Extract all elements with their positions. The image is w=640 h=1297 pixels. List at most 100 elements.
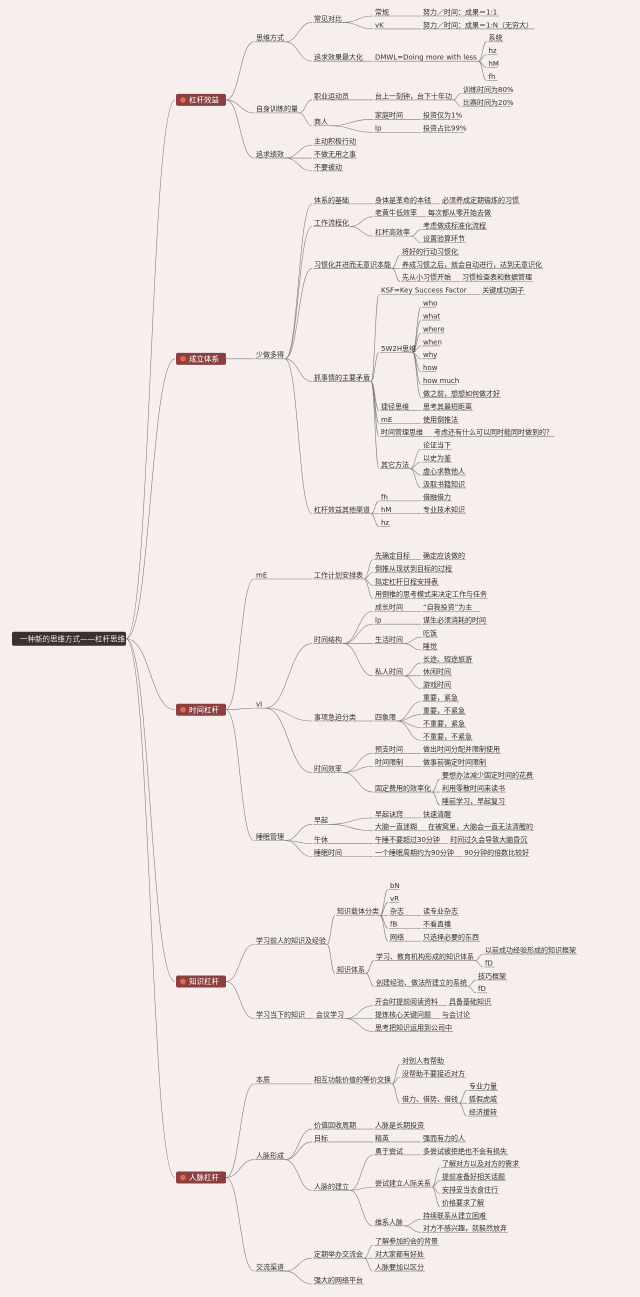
connector-line: [342, 623, 374, 644]
root-connector-line: [125, 99, 176, 639]
node-label: 早起诀窍: [375, 809, 403, 818]
node-label: where: [423, 325, 445, 333]
node-label: 养成习惯之后，就会自动进行，达到无意识化: [402, 260, 542, 269]
connector-line: [342, 15, 374, 23]
node-label: 不看直播: [423, 920, 451, 929]
node-label: hz: [381, 519, 389, 527]
node-label: 追求效果最大化: [314, 53, 363, 62]
connector-line: [478, 60, 487, 81]
root-connector-line: [125, 638, 176, 982]
connector-line: [412, 306, 422, 353]
connector-line: [349, 1190, 374, 1227]
node-label: 以前成功经验形成的知识框架: [485, 945, 576, 954]
node-label: 定期举办交流会: [314, 1250, 363, 1259]
node-label: 杂志: [390, 907, 404, 916]
connector-line: [225, 709, 255, 841]
node-label: 努力／时间：成果＝1:1: [423, 7, 497, 16]
node-label: 具备基础知识: [449, 997, 491, 1006]
node-label: 将好的行动习惯化: [402, 247, 458, 256]
connector-line: [363, 572, 374, 580]
node-label: how much: [423, 377, 459, 385]
node-label: 技巧框架: [478, 971, 506, 980]
node-label: 会议学习: [316, 1010, 344, 1019]
connector-line: [363, 578, 374, 599]
node-label: 本质: [256, 1075, 270, 1084]
connector-line: [349, 216, 374, 227]
node-label: 睡前学习，早起复习: [442, 796, 505, 805]
connector-line: [431, 1186, 441, 1207]
connector-line: [298, 112, 313, 127]
node-label: 不要被动: [314, 162, 342, 171]
connector-line: [379, 915, 389, 942]
node-label: 价值回收周期: [314, 1120, 356, 1129]
connector-line: [342, 22, 374, 30]
connector-line: [284, 1128, 313, 1160]
node-label: 在被窝里，大脑会一直无法清醒的: [428, 822, 533, 831]
connector-line: [349, 226, 374, 237]
node-label: 狐假虎威: [469, 1095, 497, 1104]
connector-line: [403, 675, 422, 690]
node-label: 午休: [314, 835, 328, 844]
node-label: 勇于尝试: [375, 1146, 403, 1155]
node-label: 对大家都有好处: [375, 1250, 424, 1259]
node-label: 午睡不要超过30分钟: [375, 835, 440, 844]
node-label: 睡眠管理: [256, 832, 284, 841]
node-label: fB: [390, 921, 397, 929]
node-label: 体系的基础: [314, 195, 349, 204]
connector-line: [370, 500, 380, 515]
node-label: 工作计划安排表: [314, 570, 363, 579]
connector-line: [265, 707, 313, 773]
connector-line: [225, 578, 255, 710]
connector-line: [379, 889, 389, 916]
connector-line: [379, 902, 389, 916]
connector-line: [403, 643, 422, 651]
node-label: 思维方式: [256, 33, 284, 42]
connector-line: [349, 1186, 374, 1191]
branch-label: 杠杆效益: [189, 95, 219, 105]
connector-line: [396, 714, 422, 722]
node-label: 捷径思维: [381, 402, 409, 411]
node-label: 考虑做成标准化流程: [423, 221, 486, 230]
node-label: 游戏时间: [423, 680, 451, 689]
node-label: 考虑还有什么可以同时能同时做到的？: [434, 428, 553, 437]
node-label: 预支时间: [375, 745, 403, 754]
connector-line: [363, 1244, 374, 1259]
node-label: 长途、短途旅游: [423, 654, 472, 663]
node-label: lp: [375, 617, 382, 625]
node-label: 努力／时间：成果＝1:N（无穷大）: [423, 20, 533, 29]
connector-line: [265, 707, 313, 722]
connector-line: [284, 1141, 313, 1160]
connector-line: [409, 448, 422, 469]
node-label: 生活时间: [375, 635, 403, 644]
node-label: 强大的网络平台: [314, 1275, 363, 1284]
node-label: 强而有力的人: [423, 1133, 465, 1142]
connector-line: [412, 352, 422, 398]
connector-line: [225, 1159, 255, 1178]
connector-line: [344, 1005, 374, 1019]
node-label: 主动积极行动: [314, 137, 356, 146]
node-label: 使用倒推法: [423, 415, 458, 424]
node-label: fh: [489, 73, 496, 81]
node-label: when: [423, 338, 442, 346]
connector-lines: [125, 15, 487, 1285]
node-label: 其它方法: [381, 460, 409, 469]
node-label: 台上一刻钟，台下十年功: [375, 91, 452, 100]
branch-bullet-icon: [180, 356, 186, 362]
node-label: 安排妥当衣食住行: [442, 1185, 498, 1194]
node-label: 谋生必须消耗的时间: [423, 616, 486, 625]
connector-line: [342, 772, 374, 793]
connector-line: [396, 701, 422, 722]
connector-line: [328, 119, 374, 127]
node-label: 确定应该做的: [423, 551, 465, 560]
node-label: 倒推从现状到目标的过程: [375, 564, 452, 573]
node-label: 虚心求教他人: [423, 466, 465, 475]
connector-line: [284, 22, 313, 43]
node-label: 学习前人的知识及经验: [256, 936, 326, 945]
node-label: 大脑一直迷糊: [375, 822, 417, 831]
branch-box: [176, 93, 226, 106]
node-label: 90分钟的倍数比较好: [464, 848, 529, 857]
connector-line: [396, 720, 422, 741]
branch-label: 成立体系: [189, 353, 219, 363]
node-label: 与会讨论: [442, 1010, 470, 1019]
node-label: 休闲时间: [423, 667, 451, 676]
